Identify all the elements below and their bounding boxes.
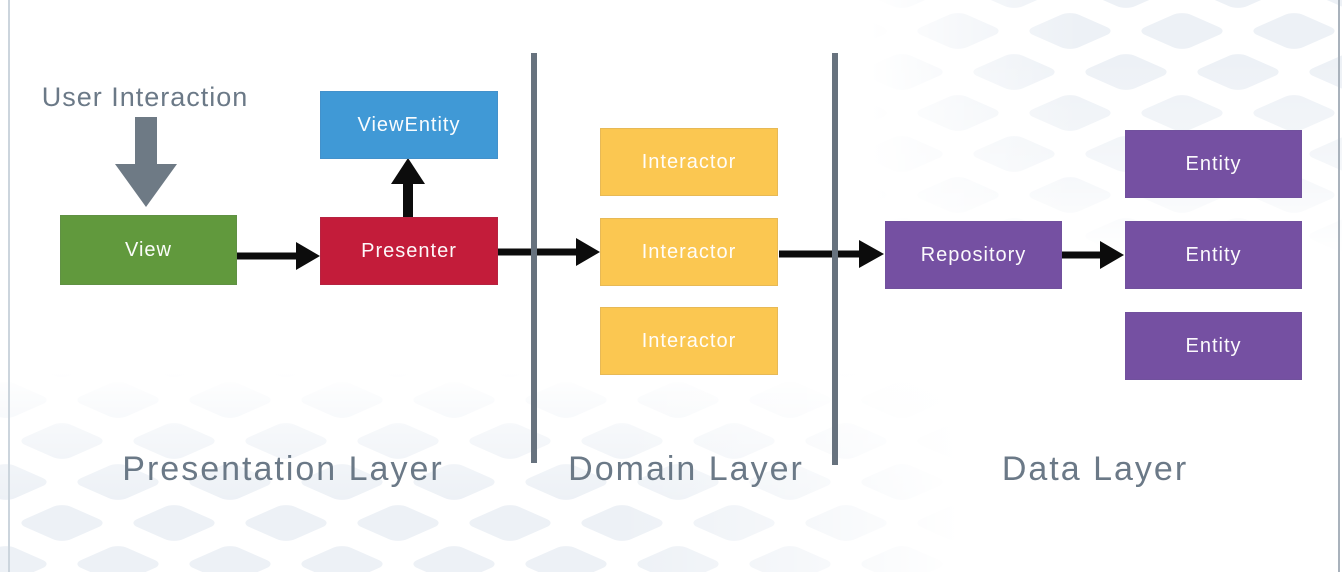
arrow-presenter-to-viewentity	[391, 158, 425, 218]
data-layer-label: Data Layer	[1001, 450, 1189, 488]
divider-domain-data	[832, 53, 838, 465]
left-edge-line	[8, 0, 10, 572]
interactor-box-2: Interactor	[600, 218, 778, 286]
interactor-box-label: Interactor	[641, 150, 737, 173]
view-box: View	[60, 215, 237, 285]
entity-box-3: Entity	[1125, 312, 1302, 380]
view-box-label: View	[125, 238, 172, 261]
divider-presentation-domain	[531, 53, 537, 463]
interactor-box-label: Interactor	[641, 240, 737, 263]
arrow-presenter-to-interactor	[498, 238, 600, 266]
domain-layer-label: Domain Layer	[568, 450, 804, 488]
repository-box: Repository	[885, 221, 1062, 289]
entity-box-label: Entity	[1185, 243, 1242, 266]
repository-box-label: Repository	[920, 243, 1027, 266]
arrow-view-to-presenter	[237, 242, 320, 270]
viewentity-box-label: ViewEntity	[357, 113, 461, 136]
interactor-box-3: Interactor	[600, 307, 778, 375]
presentation-layer-label: Presentation Layer	[122, 450, 444, 488]
viewentity-box: ViewEntity	[320, 91, 498, 159]
right-edge-line	[1338, 0, 1340, 572]
interactor-box-label: Interactor	[641, 329, 737, 352]
user-interaction-arrow-icon	[115, 117, 177, 207]
entity-box-2: Entity	[1125, 221, 1302, 289]
entity-box-label: Entity	[1185, 152, 1242, 175]
arrow-repository-to-entity	[1062, 241, 1124, 269]
presenter-box-label: Presenter	[361, 239, 457, 262]
entity-box-label: Entity	[1185, 334, 1242, 357]
presenter-box: Presenter	[320, 217, 498, 285]
interactor-box-1: Interactor	[600, 128, 778, 196]
entity-box-1: Entity	[1125, 130, 1302, 198]
user-interaction-label: User Interaction	[41, 82, 249, 112]
arrow-interactor-to-repository	[779, 240, 884, 268]
